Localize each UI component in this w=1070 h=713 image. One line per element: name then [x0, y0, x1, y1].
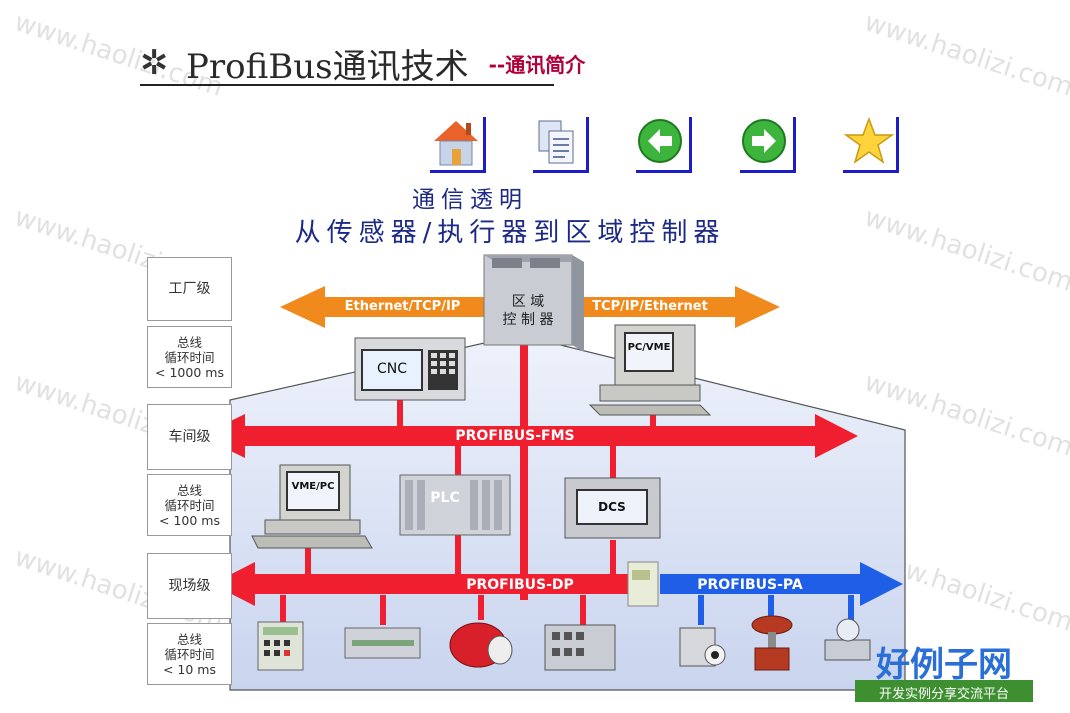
profibus-fms-label: PROFIBUS-FMS: [455, 428, 575, 444]
dcs-terminal: [564, 477, 661, 539]
back-button[interactable]: [636, 115, 692, 173]
cnc-label: CNC: [376, 361, 408, 377]
ethernet-right-label: TCP/IP/Ethernet: [592, 299, 708, 314]
pc-vme-label: PC/VME: [627, 342, 671, 353]
cycle-label: 循环时间: [164, 497, 215, 513]
site-logo: [855, 680, 1033, 702]
site-logo-tagline: 开发实例分享交流平台: [878, 687, 1009, 702]
field-device-valve: [751, 615, 793, 671]
area-controller: [483, 254, 584, 352]
controller-line: 区 域: [511, 294, 545, 310]
ethernet-left-label: Ethernet/TCP/IP: [344, 299, 461, 314]
field-device-keypad: [257, 621, 304, 671]
field-device-flowmeter: [824, 618, 871, 661]
workshop-cycle-box: 总线 循环时间 < 100 ms: [147, 474, 232, 536]
cycle-label: 总线: [176, 334, 202, 350]
controller-line: 控 制 器: [502, 312, 554, 328]
field-level-label: 现场级: [147, 553, 232, 619]
factory-level-label: 工厂级: [147, 257, 232, 321]
title-main: ProfiBus通讯技术: [186, 46, 469, 87]
diagram-heading: 通信透明: [412, 187, 528, 213]
field-device-motor: [449, 622, 513, 668]
factory-cycle-box: 总线 循环时间 < 1000 ms: [147, 326, 232, 388]
star-icon: [843, 116, 895, 164]
slide-title: ✲ ProfiBus通讯技术 --通讯简介: [140, 38, 585, 88]
cycle-value: < 1000 ms: [155, 364, 224, 380]
back-arrow-icon: [638, 119, 682, 163]
cycle-value: < 10 ms: [162, 661, 216, 677]
forward-button[interactable]: [740, 115, 796, 173]
profibus-pa-bus: [660, 562, 903, 606]
field-device-terminal-block: [344, 627, 421, 659]
plc-label: PLC: [430, 490, 460, 506]
cycle-label: 循环时间: [164, 349, 215, 365]
home-icon: [434, 121, 478, 166]
cycle-value: < 100 ms: [159, 512, 220, 528]
cnc-machine: [354, 337, 466, 401]
title-underline: [140, 84, 554, 86]
diagram-subheading: 从传感器/执行器到区域控制器: [294, 218, 726, 248]
cycle-label: 循环时间: [164, 646, 215, 662]
pages-button[interactable]: [533, 115, 589, 173]
profibus-pa-label: PROFIBUS-PA: [697, 577, 803, 593]
plc-rack: [399, 474, 511, 536]
vme-pc-computer: [251, 464, 373, 549]
field-device-io-module: [544, 624, 616, 671]
profibus-dp-label: PROFIBUS-DP: [466, 577, 574, 593]
profibus-dp-bus: [212, 562, 630, 606]
field-cycle-box: 总线 循环时间 < 10 ms: [147, 623, 232, 685]
area-controller-label: 区 域 控 制 器: [486, 293, 570, 329]
title-bullet: ✲: [140, 43, 169, 83]
cycle-label: 总线: [176, 631, 202, 647]
forward-arrow-icon: [742, 119, 786, 163]
pc-vme-computer: [588, 324, 712, 416]
pages-icon: [538, 120, 574, 164]
workshop-level-label: 车间级: [147, 404, 232, 470]
dcs-label: DCS: [598, 500, 626, 514]
dp-pa-coupler: [627, 561, 659, 607]
profibus-fms-bus: [200, 414, 858, 458]
field-device-sensor: [679, 627, 726, 667]
vme-pc-label: VME/PC: [291, 481, 335, 492]
site-logo-text: 好例子网: [876, 645, 1012, 685]
favorite-button[interactable]: [843, 115, 899, 173]
cycle-label: 总线: [176, 482, 202, 498]
home-button[interactable]: [430, 115, 486, 173]
title-subtitle: --通讯简介: [488, 52, 586, 77]
